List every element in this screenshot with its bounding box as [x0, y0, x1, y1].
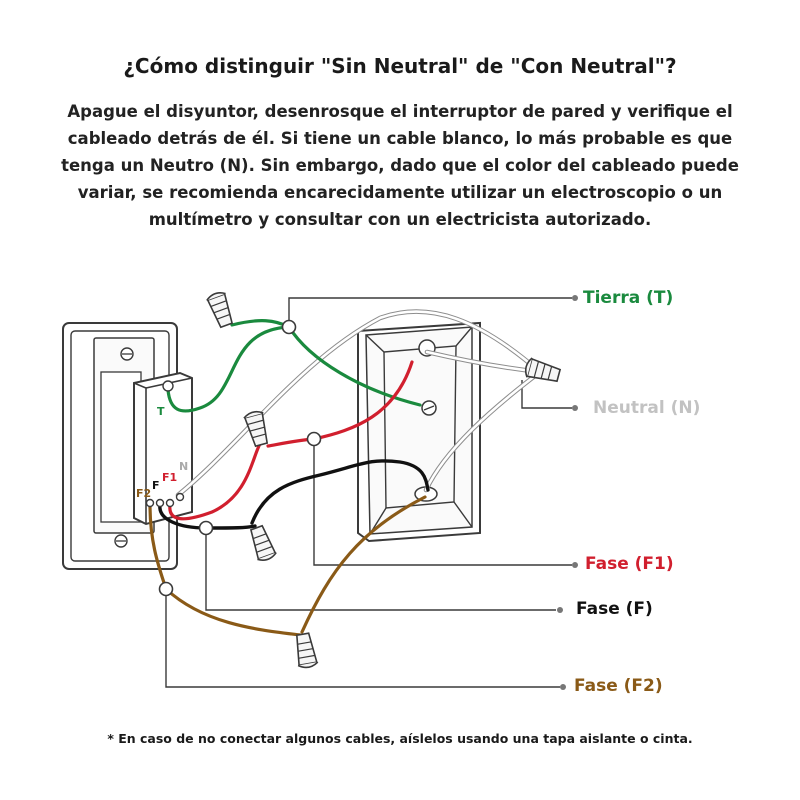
label-fase-f2: Fase (F2)	[574, 676, 663, 696]
leader-neutral	[521, 380, 572, 409]
leader-dot-fase-f1	[572, 562, 578, 568]
label-neutral: Neutral (N)	[593, 398, 701, 418]
terminal-tag-t: T	[157, 405, 165, 418]
label-fase-f: Fase (F)	[576, 599, 653, 619]
terminal-tag-f: F	[152, 479, 160, 492]
leader-dot-neutral	[572, 405, 578, 411]
terminal-tag-n: N	[179, 460, 188, 473]
label-tierra: Tierra (T)	[583, 288, 674, 308]
leader-dot-tierra	[572, 295, 578, 301]
page-title: ¿Cómo distinguir "Sin Neutral" de "Con N…	[123, 54, 677, 78]
junction-dots	[158, 319, 322, 597]
leader-fase-f2	[165, 589, 560, 688]
leader-dot-fase-f	[557, 607, 563, 613]
wall-electrical-box	[357, 321, 481, 543]
switch-wall-plate	[62, 322, 193, 570]
instructions-text: Apague el disyuntor, desenrosque el inte…	[61, 102, 739, 229]
leader-fase-f	[205, 528, 556, 611]
terminal-tag-f1: F1	[162, 471, 177, 484]
label-fase-f1: Fase (F1)	[585, 554, 674, 574]
footnote: * En caso de no conectar algunos cables,…	[107, 731, 693, 746]
leader-tierra	[288, 297, 572, 327]
leader-dot-fase-f2	[560, 684, 566, 690]
terminal-tag-f2: F2	[136, 487, 151, 500]
leader-fase-f1	[313, 439, 572, 566]
switch-terminals	[145, 380, 185, 508]
leader-lines	[165, 297, 572, 688]
